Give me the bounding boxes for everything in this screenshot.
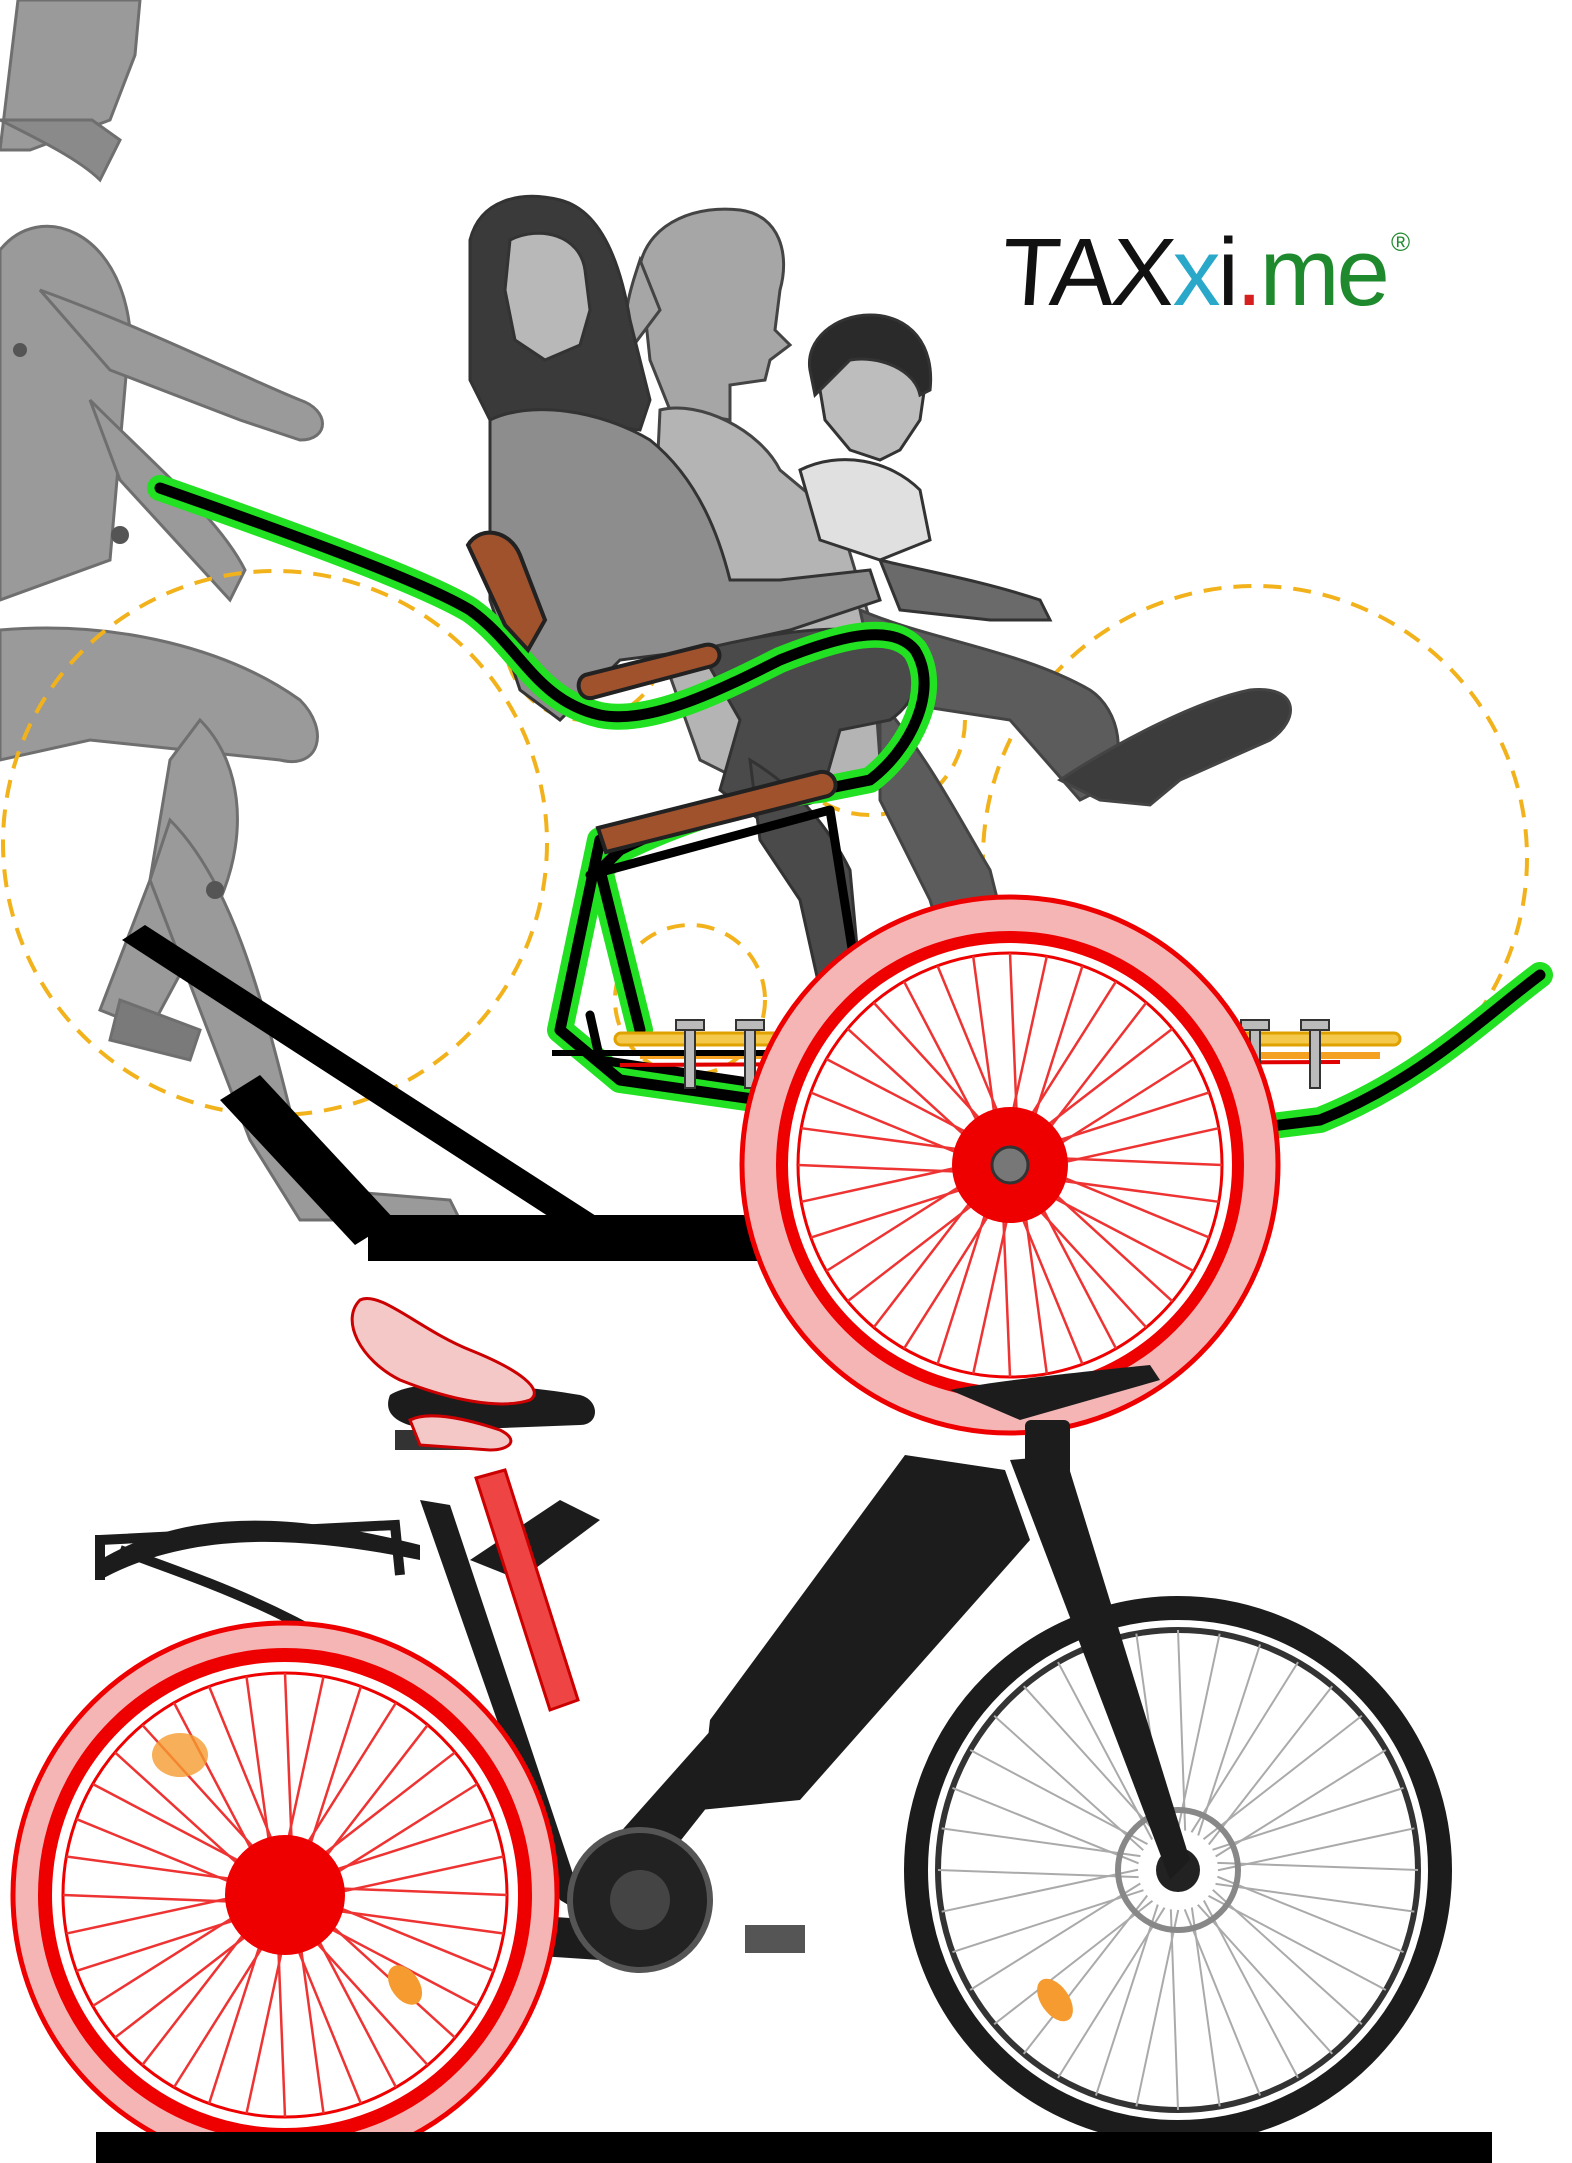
front-wheel-spoke bbox=[1136, 1910, 1178, 2106]
front-wheel-spoke bbox=[1213, 1788, 1404, 1850]
front-reflector bbox=[1030, 1972, 1080, 2027]
rider-figure-icon bbox=[0, 0, 460, 1220]
logo-text-me: me bbox=[1260, 225, 1387, 321]
front-wheel-spoke bbox=[1204, 1716, 1362, 1839]
front-wheel-spoke bbox=[1218, 1828, 1414, 1870]
front-wheel-spoke bbox=[994, 1901, 1152, 2024]
logo-text-tax: TAX bbox=[999, 225, 1176, 321]
taxxi-logo: TAXxi.me® bbox=[1002, 225, 1403, 321]
motor-chainring bbox=[570, 1830, 805, 1970]
ground-line bbox=[96, 2132, 1492, 2163]
logo-registered-mark: ® bbox=[1391, 229, 1407, 255]
rear-wheel-icon bbox=[13, 1623, 557, 2163]
front-wheel-spoke bbox=[1192, 1908, 1220, 2107]
e-bike-icon bbox=[13, 1298, 1440, 2163]
logo-text-dot: . bbox=[1236, 225, 1260, 321]
logo-text-i: i bbox=[1218, 225, 1236, 321]
rear-reflector bbox=[152, 1733, 208, 1777]
trailer-wheel-icon bbox=[742, 897, 1278, 1433]
front-wheel-spoke bbox=[1178, 1634, 1220, 1830]
logo-text-x: x bbox=[1173, 225, 1218, 321]
front-wheel-spoke bbox=[938, 1870, 1139, 1877]
front-wheel-spoke bbox=[952, 1890, 1143, 1952]
